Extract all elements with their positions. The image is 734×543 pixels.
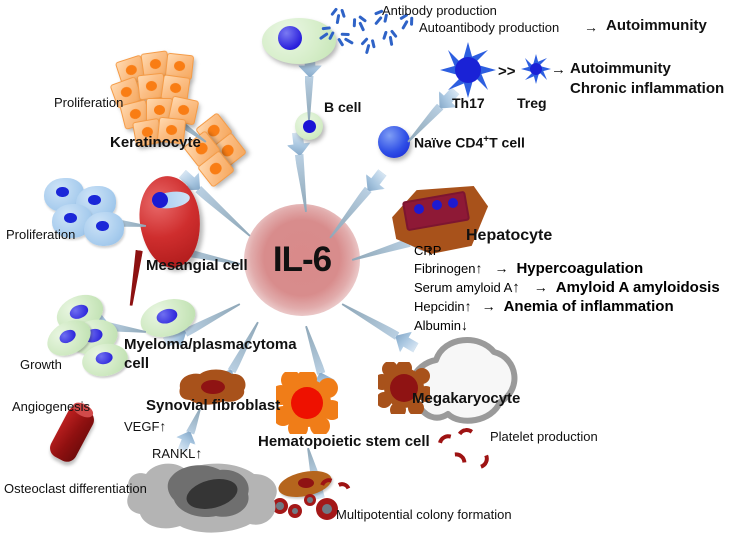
hepatocyte-row: CRP ↑ (414, 242, 732, 260)
mesangial-cell-label: Mesangial cell (146, 257, 248, 274)
arrow-to-t-cell (321, 163, 393, 246)
vegf-label: VEGF↑ (124, 419, 166, 434)
angiogenesis-label: Angiogenesis (12, 399, 91, 414)
hepatocyte-change: ↑ (512, 279, 520, 296)
il6-label: IL-6 (272, 240, 332, 279)
b-cell-arrow-symbol: → (584, 19, 598, 35)
arrow-b-cell-activation (297, 60, 321, 120)
autoimmunity-from-antibody-label: Autoimmunity (606, 17, 707, 34)
hepatocyte-change: ↑ (426, 242, 433, 258)
hepatocyte-change: ↑ (464, 298, 472, 314)
autoantibody-production-label: Autoantibody production (419, 20, 560, 35)
hematopoietic-stem-cell-label: Hematopoietic stem cell (258, 433, 430, 450)
b-cell-nucleus (303, 120, 316, 133)
treg-label: Treg (517, 95, 547, 111)
myeloma-cell-label-line2: cell (124, 355, 150, 372)
megakaryocyte-cell (374, 360, 434, 418)
hepatocyte-analyte: Albumin (414, 318, 461, 333)
hepatocyte-nucleus-2 (432, 200, 442, 210)
keratinocyte-label: Keratinocyte (110, 134, 201, 151)
vegf-change: ↑ (159, 418, 167, 434)
synovial-fibroblast-cell (176, 368, 248, 406)
t-cell-outcome-arrow: → (551, 61, 566, 78)
naive-cd4-t-cell-label-sup: + (483, 134, 490, 145)
b-cell-label: B cell (324, 99, 362, 115)
hepatocyte-arrow: → (481, 298, 496, 314)
naive-cd4-t-cell-label: Naïve CD4+T cell (414, 134, 525, 151)
hepatocyte-nucleus-1 (414, 204, 424, 214)
rankl-text: RANKL (152, 446, 196, 461)
myeloma-cell-label-line1: Myeloma/plasmacytoma (124, 336, 297, 353)
hepatocyte-effect-list: CRP ↑ Fibrinogen ↑ → Hypercoagulation Se… (414, 242, 732, 335)
hepatocyte-nucleus-3 (448, 198, 458, 208)
hepatocyte-arrow: → (494, 260, 509, 276)
hepatocyte-analyte: Hepcidin (414, 299, 465, 314)
treg-cell (521, 54, 551, 84)
hematopoietic-stem-cell (271, 369, 342, 438)
platelet-production-label: Platelet production (490, 429, 598, 444)
myeloma-growth-label: Growth (20, 357, 62, 372)
chronic-inflammation-label: Chronic inflammation (570, 80, 725, 97)
mesangial-cell-nucleolus (152, 192, 168, 208)
synovial-fibroblast-label: Synovial fibroblast (146, 397, 281, 414)
hepatocyte-change: ↑ (475, 260, 483, 276)
arrow-to-b-cell (285, 133, 318, 213)
naive-cd4-t-cell-label-tail: T cell (489, 134, 525, 151)
th17-cell (440, 42, 496, 98)
hepatocyte-row: Serum amyloid A ↑ → Amyloid A amyloidosi… (414, 279, 732, 298)
hepatocyte-outcome: Amyloid A amyloidosis (555, 279, 720, 296)
megakaryocyte-body (396, 330, 526, 440)
mesangial-cell-stalk (126, 250, 143, 307)
plasma-cell-nucleus (278, 26, 302, 50)
rankl-change: ↑ (195, 445, 203, 461)
hepatocyte-label: Hepatocyte (466, 227, 553, 244)
th17-label: Th17 (452, 95, 485, 111)
osteoclast-differentiation-label: Osteoclast differentiation (4, 481, 147, 496)
osteoclast-cell (120, 458, 288, 538)
hepatocyte-row: Hepcidin ↑ → Anemia of inflammation (414, 298, 732, 317)
naive-cd4-t-cell (378, 126, 410, 158)
hepatocyte-row: Albumin ↓ (414, 317, 732, 335)
hepatocyte-outcome: Anemia of inflammation (503, 298, 674, 315)
multipotential-colony-formation-label: Multipotential colony formation (336, 507, 512, 522)
hepatocyte-analyte: CRP (414, 243, 442, 258)
hepatocyte-row: Fibrinogen ↑ → Hypercoagulation (414, 260, 732, 279)
autoimmunity-from-th17-label: Autoimmunity (570, 60, 671, 77)
rankl-label: RANKL↑ (152, 446, 202, 461)
hepatocyte-analyte: Serum amyloid A (414, 280, 513, 295)
treg-comparator: >> (498, 63, 516, 80)
vegf-text: VEGF (124, 419, 160, 434)
hepatocyte-change: ↓ (460, 317, 468, 333)
mesangial-proliferation-label: Proliferation (6, 227, 76, 242)
keratinocyte-proliferation-label: Proliferation (54, 95, 124, 110)
megakaryocyte-label: Megakaryocyte (412, 390, 521, 407)
hepatocyte-outcome: Hypercoagulation (516, 260, 644, 277)
naive-cd4-t-cell-label-main: Naïve CD4 (414, 134, 484, 151)
hepatocyte-arrow: → (533, 279, 548, 295)
hepatocyte-analyte: Fibrinogen (414, 261, 476, 276)
antibody-production-label: Antibody production (382, 3, 497, 18)
